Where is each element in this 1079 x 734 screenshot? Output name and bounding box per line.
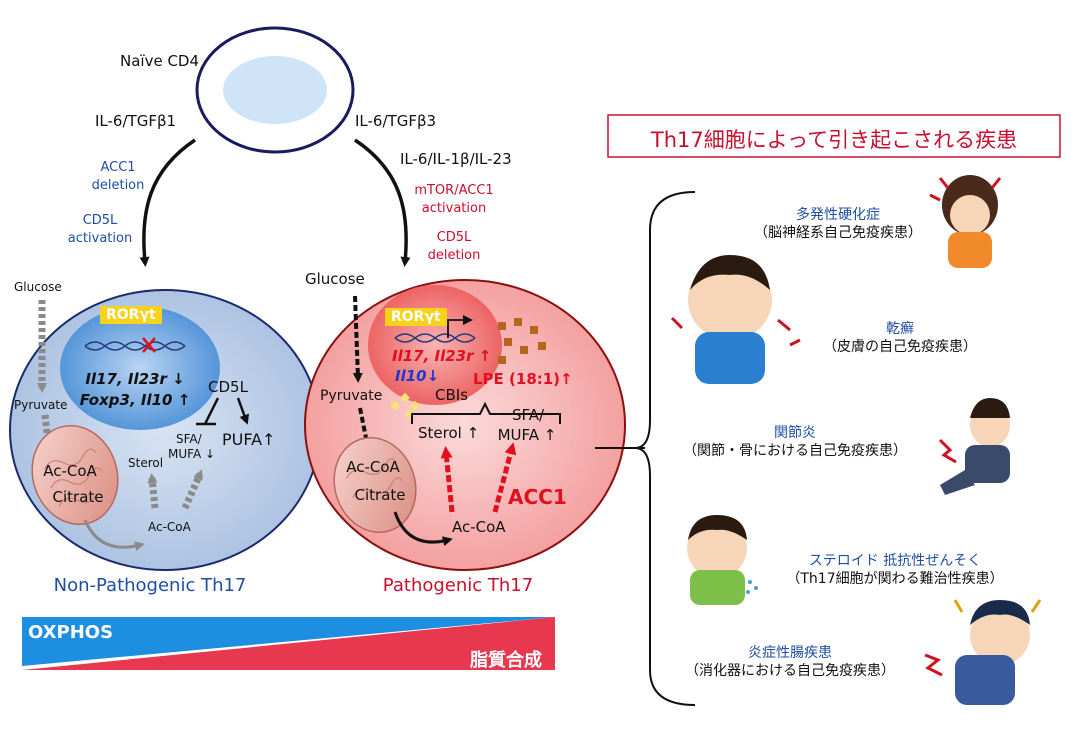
left-cd5l: CD5L bbox=[208, 378, 248, 396]
ms-patient-illustration bbox=[929, 175, 1002, 268]
left-mitochondrion bbox=[31, 424, 119, 526]
right-glycolysis-arrow1 bbox=[352, 295, 363, 383]
right-acc1: ACC1 bbox=[508, 485, 567, 509]
left-glucose: Glucose bbox=[14, 280, 62, 294]
left-dna-icon bbox=[84, 341, 186, 351]
red-sfa-arrow bbox=[492, 442, 517, 513]
left-genes2: Foxp3, Il10 ↑ bbox=[79, 391, 191, 409]
oxphos-label: OXPHOS bbox=[28, 622, 114, 643]
right-cytokines2: IL-6/IL-1β/IL-23 bbox=[400, 150, 512, 168]
right-rorgt-badge: RORγt bbox=[385, 308, 447, 326]
left-sterol: Sterol bbox=[128, 456, 164, 470]
right-cbis: CBIs bbox=[435, 386, 469, 404]
left-pufa: PUFA↑ bbox=[222, 430, 276, 449]
left-citrate-curve bbox=[83, 519, 145, 552]
oxphos-bar bbox=[22, 617, 555, 666]
disease-1-desc: （脳神経系自己免疫疾患） bbox=[754, 225, 922, 241]
right-brace bbox=[411, 401, 561, 424]
disease-2-name: 乾癬 bbox=[886, 321, 914, 337]
left-sterol-arrow bbox=[147, 473, 159, 509]
disease-3-name: 関節炎 bbox=[774, 425, 816, 441]
right-genes2: Il10↓ bbox=[395, 367, 440, 385]
mtor-activation-line2: activation bbox=[421, 201, 487, 216]
right-lpe: LPE (18:1)↑ bbox=[473, 370, 573, 388]
pathogenic-label: Pathogenic Th17 bbox=[382, 575, 534, 596]
disease-1-name: 多発性硬化症 bbox=[796, 207, 880, 223]
disease-title: Th17細胞によって引き起こされる疾患 bbox=[650, 128, 1018, 152]
lipid-bar bbox=[22, 617, 555, 670]
right-pyruvate: Pyruvate bbox=[320, 388, 383, 404]
arthritis-patient-illustration bbox=[938, 398, 1010, 495]
right-rorgt-text: RORγt bbox=[391, 309, 441, 325]
left-ac-coa-small: Ac-CoA bbox=[148, 520, 191, 534]
disease-5-name: 炎症性腸疾患 bbox=[748, 645, 832, 661]
acc1-deletion-line2: deletion bbox=[91, 178, 145, 193]
right-citrate-curve bbox=[393, 511, 453, 547]
cd5l-deletion-line2: deletion bbox=[427, 248, 481, 263]
left-cytokines: IL-6/TGFβ1 bbox=[95, 112, 177, 130]
cd5l-activation-line1: CD5L bbox=[82, 213, 118, 228]
left-diff-arrow bbox=[139, 138, 196, 267]
right-dna-icon bbox=[394, 333, 476, 343]
disease-2-desc: （皮膚の自己免疫疾患） bbox=[823, 339, 977, 355]
left-rorgt-badge: RORγt bbox=[100, 306, 162, 324]
left-mufa: MUFA ↓ bbox=[168, 447, 216, 461]
asthma-patient-illustration bbox=[687, 515, 758, 605]
right-sterol: Sterol ↑ bbox=[418, 424, 480, 442]
disease-title-box bbox=[607, 114, 1061, 158]
naive-cd4-label: Naïve CD4 bbox=[120, 52, 200, 70]
ibd-patient-illustration bbox=[924, 599, 1042, 705]
psoriasis-patient-illustration bbox=[670, 255, 801, 384]
acc1-deletion-line1: ACC1 bbox=[100, 160, 136, 175]
right-genes1: Il17, Il23r ↑ bbox=[392, 347, 492, 365]
right-sfa: SFA/ bbox=[511, 406, 545, 424]
disease-5-desc: （消化器における自己免疫疾患） bbox=[685, 663, 895, 679]
left-sfa: SFA/ bbox=[176, 432, 202, 446]
left-ac-coa: Ac-CoA bbox=[43, 462, 97, 480]
disease-brace bbox=[634, 191, 696, 706]
cd5l-pufa-arrow bbox=[236, 397, 249, 425]
right-glucose: Glucose bbox=[305, 270, 365, 288]
cd5l-inhibit-line bbox=[203, 397, 220, 425]
right-citrate: Citrate bbox=[354, 486, 406, 504]
left-genes1: Il17, Il23r ↓ bbox=[85, 370, 185, 388]
lipid-synthesis-label: 脂質合成 bbox=[470, 650, 542, 671]
cd5l-activation-line2: activation bbox=[67, 231, 133, 246]
left-nucleus bbox=[60, 306, 220, 430]
left-citrate: Citrate bbox=[52, 488, 104, 506]
right-cytokines1: IL-6/TGFβ3 bbox=[355, 112, 437, 130]
left-rorgt-text: RORγt bbox=[106, 307, 156, 323]
transcription-arrow-icon bbox=[447, 315, 473, 338]
red-sterol-arrow bbox=[440, 446, 455, 513]
left-pyruvate: Pyruvate bbox=[14, 398, 68, 412]
lpe-squares bbox=[498, 318, 546, 364]
disease-4-name: ステロイド 抵抗性ぜんそく bbox=[808, 553, 982, 569]
mtor-activation-line1: mTOR/ACC1 bbox=[414, 183, 494, 198]
disease-4-desc: （Th17細胞が関わる難治性疾患） bbox=[786, 571, 1004, 587]
right-diff-arrow bbox=[354, 138, 411, 267]
non-pathogenic-label: Non-Pathogenic Th17 bbox=[53, 575, 247, 596]
right-glycolysis-arrow2 bbox=[358, 407, 372, 453]
right-ac-coa-mito: Ac-CoA bbox=[346, 458, 400, 476]
right-ac-coa: Ac-CoA bbox=[452, 518, 506, 536]
disease-3-desc: （関節・骨における自己免疫疾患） bbox=[683, 443, 907, 459]
cd5l-deletion-line1: CD5L bbox=[436, 230, 472, 245]
right-mitochondrion bbox=[333, 436, 417, 534]
left-sfa-arrow bbox=[181, 469, 204, 510]
right-mufa: MUFA ↑ bbox=[497, 426, 557, 444]
dna-block-icon bbox=[142, 337, 156, 353]
naive-nucleus bbox=[223, 56, 327, 124]
